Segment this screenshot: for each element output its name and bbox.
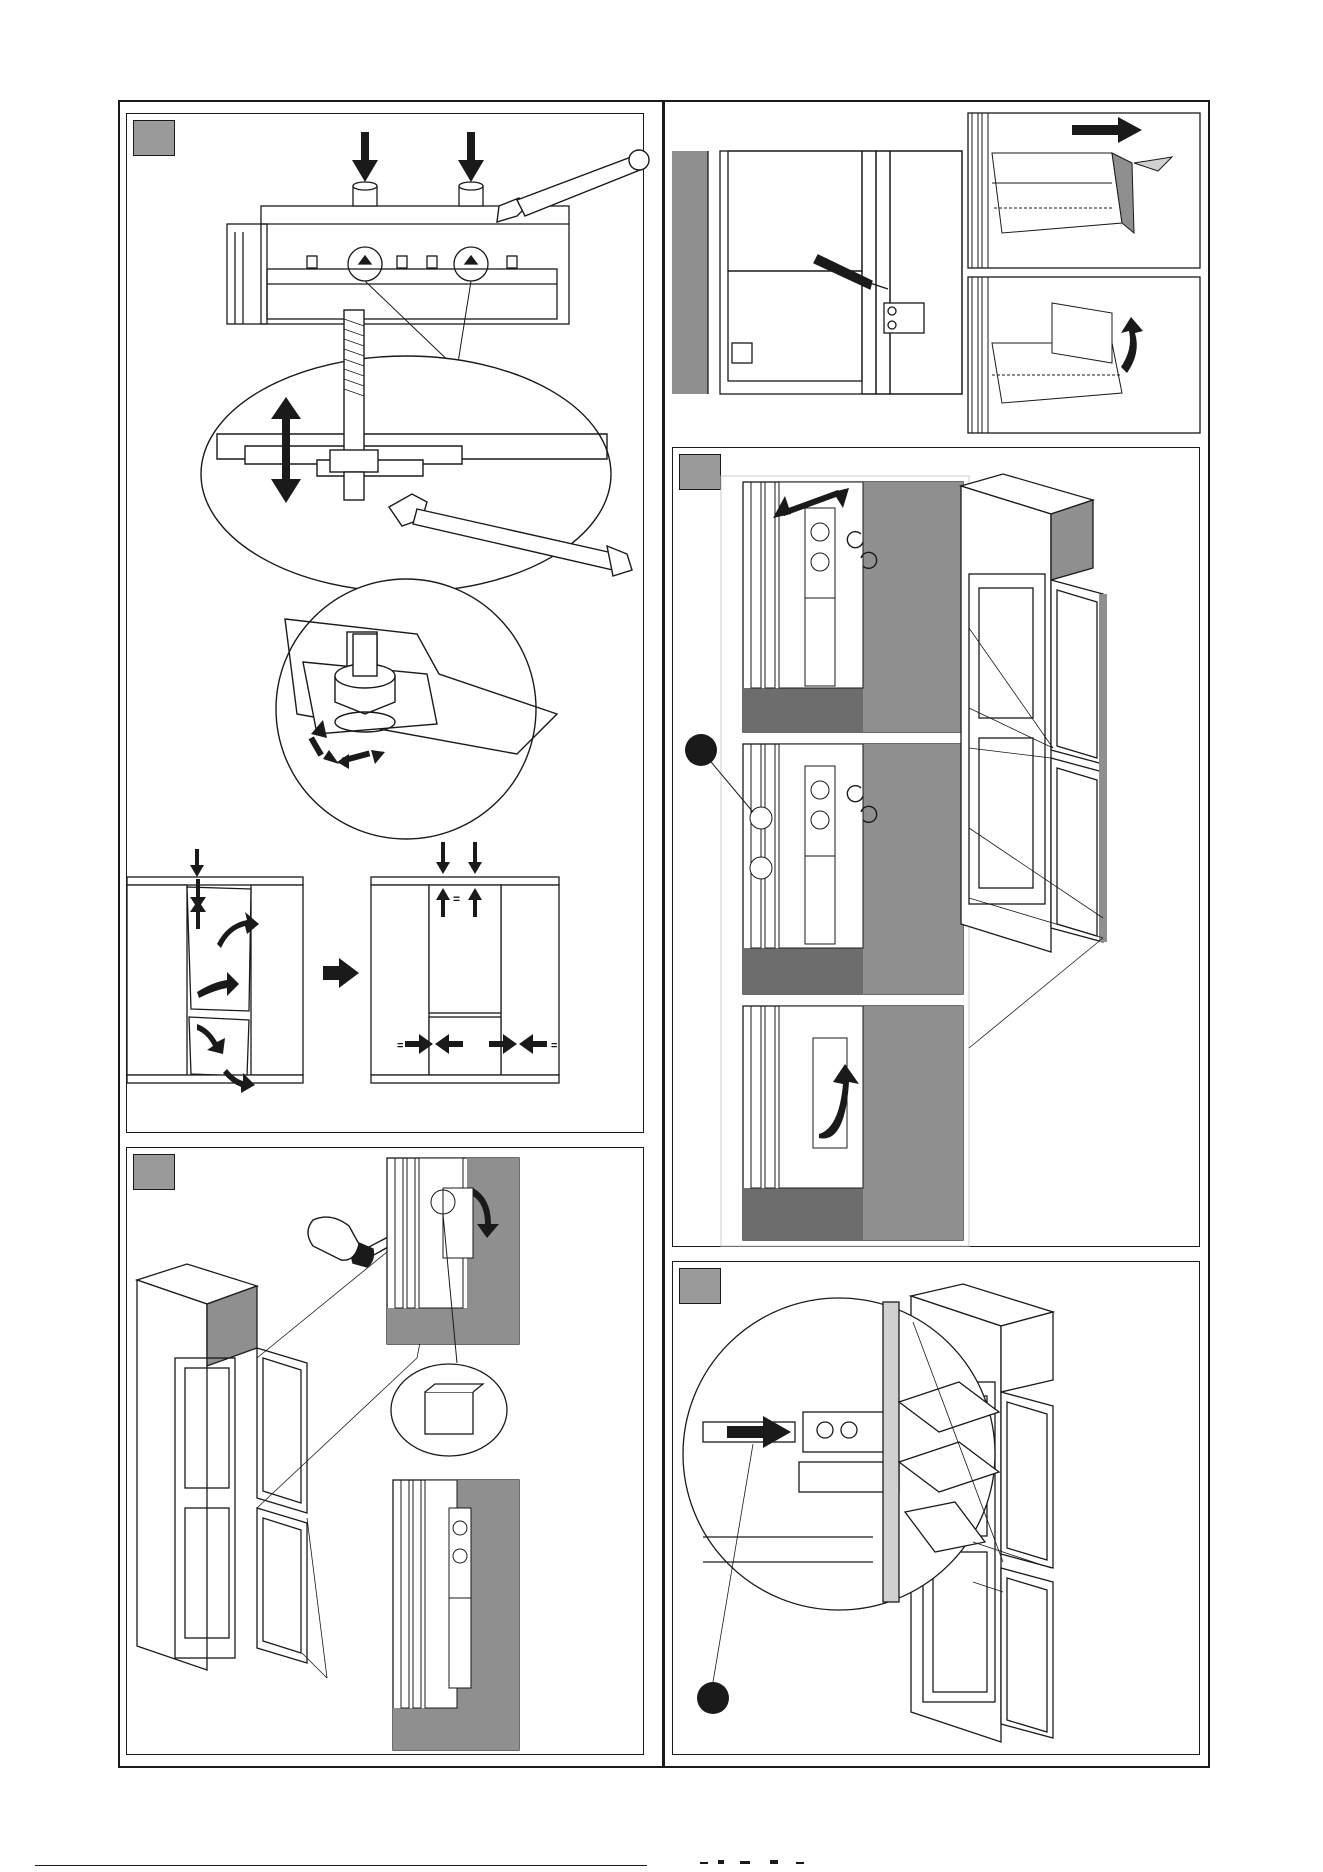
detail-bracket-slide	[743, 482, 963, 732]
column-divider	[662, 100, 665, 1768]
detail-circle-cover	[391, 1364, 507, 1456]
fridge-cabinet	[137, 1264, 307, 1670]
detail-cover-fit	[743, 1006, 963, 1240]
hinge-strip-illustration	[673, 1262, 1201, 1756]
drawer-removal-illustration	[672, 113, 1200, 433]
drawer-detail-top	[968, 113, 1200, 268]
callout-dot-icon	[697, 1682, 729, 1714]
equal-mark-left: =	[397, 1040, 403, 1052]
footer-rule	[35, 1865, 647, 1866]
detail-circle-nut	[276, 579, 557, 839]
wrench-icon	[497, 150, 649, 222]
detail-bracket-screws	[743, 744, 963, 994]
step-panel-adjust-hinge-brackets	[672, 447, 1200, 1247]
right-arrow-icon	[323, 958, 359, 988]
door-height-illustration: = = =	[127, 114, 645, 1134]
hinge-adjust-illustration	[673, 448, 1201, 1248]
footer-marks	[700, 1858, 820, 1868]
step-panel-adjust-door-height: = = =	[126, 113, 644, 1133]
equal-mark-right: =	[551, 1040, 557, 1052]
fridge-open-doors	[961, 474, 1107, 952]
detail-circle-bolt	[201, 310, 632, 592]
door-misaligned-diagram	[127, 877, 303, 1083]
fridge-interior	[672, 151, 962, 394]
down-arrow-icon	[352, 132, 484, 182]
equal-mark: =	[453, 892, 460, 906]
step-panel-remove-hinge-covers	[126, 1147, 644, 1755]
hinge-cover-illustration	[127, 1148, 645, 1756]
drawer-detail-bottom	[968, 277, 1200, 433]
detail-hinge-bracket	[393, 1480, 519, 1750]
step-panel-remove-drawer	[672, 113, 1200, 433]
step-panel-fit-hinge-strip	[672, 1261, 1200, 1755]
